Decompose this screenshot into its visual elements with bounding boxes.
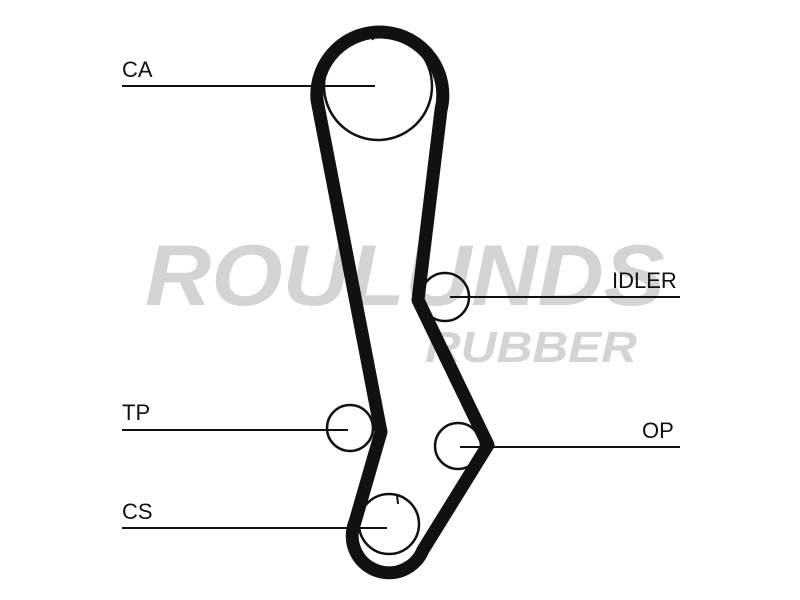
tensioner-pulley xyxy=(325,403,375,453)
label-idler: IDLER xyxy=(612,268,677,293)
watermark-logo: ROULUNDS RUBBER xyxy=(145,228,665,372)
label-tp: TP xyxy=(122,400,150,425)
watermark-line1: ROULUNDS xyxy=(145,228,665,324)
watermark-line2: RUBBER xyxy=(425,323,637,372)
label-ca: CA xyxy=(122,57,153,82)
crankshaft-pulley xyxy=(357,492,421,556)
label-op: OP xyxy=(642,418,674,443)
label-cs: CS xyxy=(122,499,153,524)
